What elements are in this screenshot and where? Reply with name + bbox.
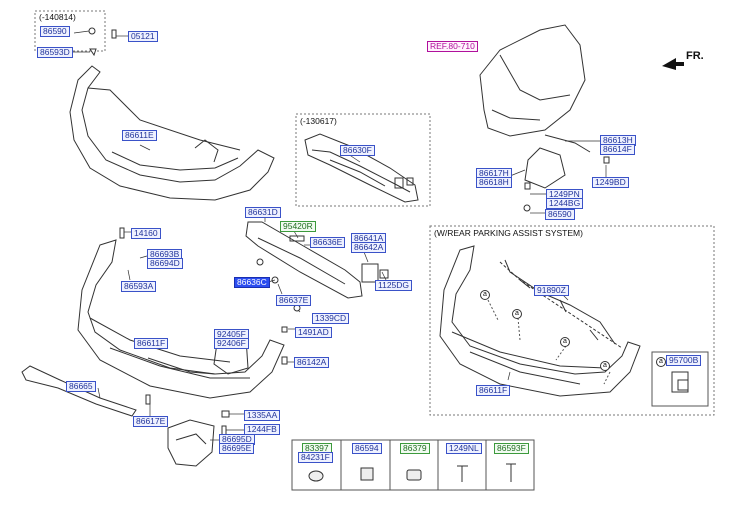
part-label-86642A[interactable]: 86642A bbox=[351, 242, 387, 253]
part-label-86611F[interactable]: 86611F bbox=[476, 385, 511, 396]
circle-marker-a: a bbox=[600, 361, 610, 371]
part-label-86593F[interactable]: 86593F bbox=[494, 443, 529, 454]
part-label-1339CD[interactable]: 1339CD bbox=[312, 313, 350, 324]
part-label-86694D[interactable]: 86694D bbox=[147, 258, 183, 269]
part-label-1125DG[interactable]: 1125DG bbox=[375, 280, 413, 291]
parking-assist-box bbox=[429, 225, 715, 416]
part-label-92406F[interactable]: 92406F bbox=[214, 338, 249, 349]
part-label-95420R[interactable]: 95420R bbox=[280, 221, 316, 232]
part-label-1491AD[interactable]: 1491AD bbox=[295, 327, 332, 338]
part-label-86593D[interactable]: 86593D bbox=[37, 47, 73, 58]
part-label-86636E[interactable]: 86636E bbox=[310, 237, 346, 248]
part-label-1249NL[interactable]: 1249NL bbox=[446, 443, 482, 454]
front-direction-label: FR. bbox=[686, 50, 704, 62]
date-group-note-1: (-140814) bbox=[39, 12, 76, 22]
part-label-05121[interactable]: 05121 bbox=[128, 31, 158, 42]
part-label-84231F[interactable]: 84231F bbox=[298, 452, 333, 463]
part-label-91890Z[interactable]: 91890Z bbox=[534, 285, 569, 296]
part-label-86695E[interactable]: 86695E bbox=[219, 443, 255, 454]
part-label-86618H[interactable]: 86618H bbox=[476, 177, 512, 188]
parts-table-icons bbox=[308, 463, 516, 482]
part-label-95700B[interactable]: 95700B bbox=[666, 355, 702, 366]
part-label-86142A[interactable]: 86142A bbox=[294, 357, 330, 368]
circle-marker-a: a bbox=[480, 290, 490, 300]
part-label-86617E[interactable]: 86617E bbox=[133, 416, 169, 427]
part-label-86631D[interactable]: 86631D bbox=[245, 207, 281, 218]
date-group-note-2: (-130617) bbox=[300, 116, 337, 126]
date-group-box-2 bbox=[295, 113, 431, 207]
part-label-86593A[interactable]: 86593A bbox=[121, 281, 157, 292]
circle-marker-a: a bbox=[656, 357, 666, 367]
parts-table bbox=[291, 439, 535, 491]
parking-assist-bumper-drawing bbox=[439, 245, 641, 397]
part-label-86630F[interactable]: 86630F bbox=[340, 145, 375, 156]
circle-marker-a: a bbox=[560, 337, 570, 347]
lower-reinforcement-beam-drawing bbox=[245, 221, 389, 333]
part-label-1244BG[interactable]: 1244BG bbox=[546, 198, 584, 209]
sensor-box bbox=[651, 351, 709, 407]
part-label-86614F[interactable]: 86614F bbox=[600, 144, 635, 155]
parking-assist-dashed-leaders bbox=[487, 299, 611, 385]
part-label-1249BD[interactable]: 1249BD bbox=[592, 177, 629, 188]
body-panel-drawing bbox=[479, 24, 610, 212]
part-label-14160[interactable]: 14160 bbox=[131, 228, 161, 239]
upper-bumper-cover-drawing bbox=[69, 65, 275, 201]
lower-bumper-cover-drawing bbox=[77, 227, 288, 399]
part-label-86590[interactable]: 86590 bbox=[545, 209, 575, 220]
parking-assist-note: (W/REAR PARKING ASSIST SYSTEM) bbox=[434, 228, 583, 238]
sensor-drawing bbox=[671, 371, 689, 393]
front-direction-arrow bbox=[662, 58, 684, 70]
lower-strip-drawing bbox=[21, 365, 137, 417]
part-label-86594[interactable]: 86594 bbox=[352, 443, 382, 454]
part-label-86636C[interactable]: 86636C bbox=[234, 277, 270, 288]
part-label-86665[interactable]: 86665 bbox=[66, 381, 96, 392]
part-label-86611E[interactable]: 86611E bbox=[122, 130, 157, 141]
circle-marker-a: a bbox=[512, 309, 522, 319]
lower-bracket-drawing bbox=[145, 394, 230, 467]
part-label-86590[interactable]: 86590 bbox=[40, 26, 70, 37]
upper-reinforcement-beam-drawing bbox=[304, 133, 419, 203]
ref-link[interactable]: REF.80-710 bbox=[427, 41, 478, 52]
part-label-1335AA[interactable]: 1335AA bbox=[244, 410, 281, 421]
part-label-86611F[interactable]: 86611F bbox=[134, 338, 169, 349]
part-label-86637E[interactable]: 86637E bbox=[276, 295, 312, 306]
part-label-86379[interactable]: 86379 bbox=[400, 443, 430, 454]
part-label-1244FB[interactable]: 1244FB bbox=[244, 424, 280, 435]
